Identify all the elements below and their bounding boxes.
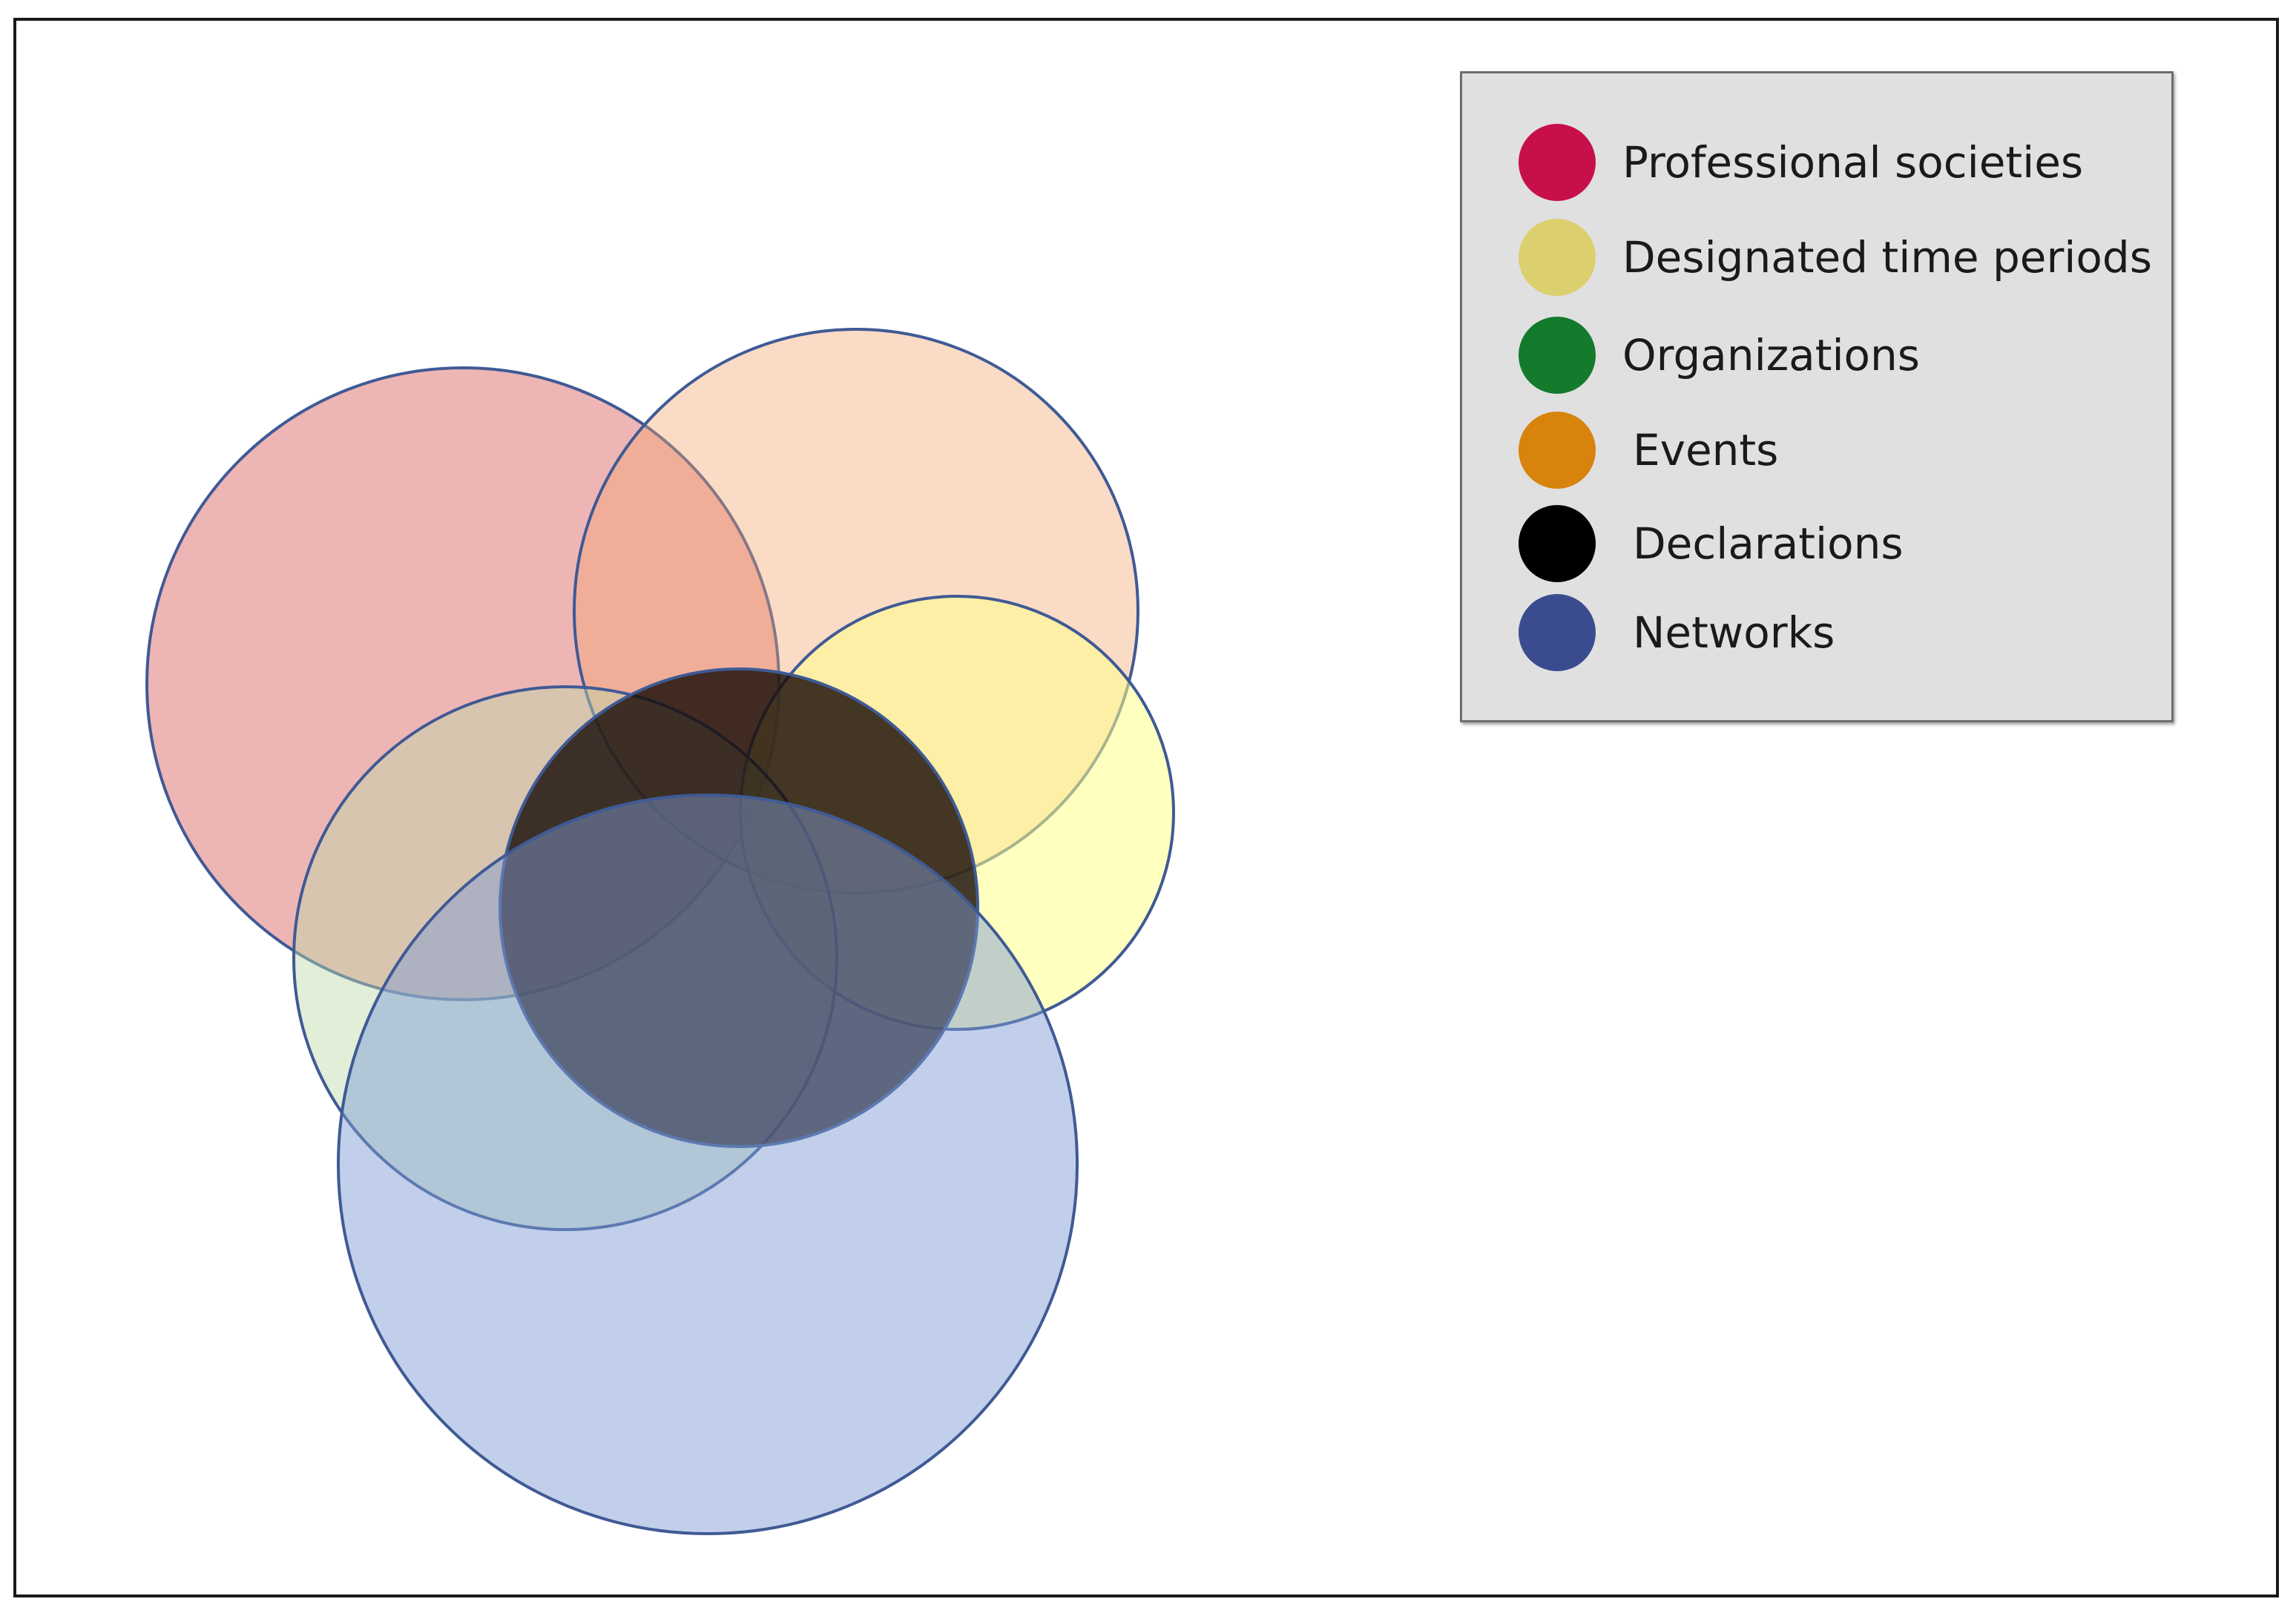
legend-label: Declarations [1633, 518, 1904, 569]
circle-swatch-icon [1519, 412, 1596, 489]
circle-swatch-icon [1519, 317, 1596, 394]
legend-item-events: Events [1519, 412, 1778, 489]
legend-label: Events [1633, 425, 1779, 475]
legend-label: Organizations [1622, 330, 1921, 380]
legend-label: Designated time periods [1622, 232, 2152, 283]
legend-item-declarations: Declarations [1519, 505, 1904, 582]
legend-item-professional-societies: Professional societies [1519, 124, 2083, 201]
legend-item-organizations: Organizations [1519, 317, 1920, 394]
circle-swatch-icon [1519, 124, 1596, 201]
legend-item-networks: Networks [1519, 594, 1835, 671]
venn-circle-declarations [499, 667, 979, 1148]
circle-swatch-icon [1519, 594, 1596, 671]
circle-swatch-icon [1519, 219, 1596, 296]
legend: Professional societies Designated time p… [1460, 71, 2174, 722]
legend-label: Networks [1633, 607, 1835, 658]
legend-item-designated-time-periods: Designated time periods [1519, 219, 2152, 296]
circle-swatch-icon [1519, 505, 1596, 582]
legend-label: Professional societies [1622, 137, 2084, 188]
venn-circle-networks [337, 794, 1079, 1535]
